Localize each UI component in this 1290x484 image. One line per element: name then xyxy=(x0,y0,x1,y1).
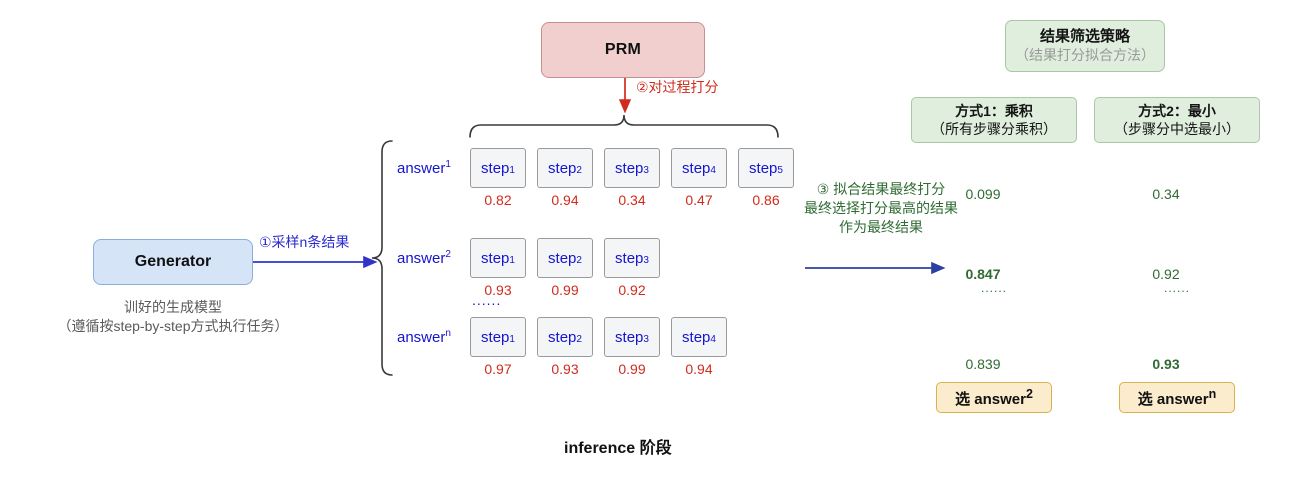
answer-label-text: answer xyxy=(397,250,446,267)
step-cell-name: step xyxy=(548,249,577,267)
annotation-final-score: ③ 拟合结果最终打分 最终选择打分最高的结果 作为最终结果 xyxy=(786,180,976,237)
step-score: 0.93 xyxy=(484,282,512,298)
step-cell-name: step xyxy=(548,328,577,346)
step-score: 0.92 xyxy=(618,282,646,298)
result-minimum-value: 0.93 xyxy=(1152,356,1180,372)
step-score: 0.93 xyxy=(551,361,579,377)
step-score: 0.97 xyxy=(484,361,512,377)
result-col-1-ellipsis: ...... xyxy=(980,281,1007,295)
answer-label-1: answer1 xyxy=(397,159,451,177)
annotation-final-score-line-1: ③ 拟合结果最终打分 xyxy=(816,181,946,197)
step-cell-name: step xyxy=(481,249,510,267)
method-1-title: 方式1：乘积 xyxy=(955,102,1033,119)
step-cell-name: step xyxy=(682,159,711,177)
step-score: 0.47 xyxy=(685,192,713,208)
pick-1-box: 选 answer2 xyxy=(936,382,1052,413)
method-2-desc: （步骤分中选最小） xyxy=(1114,121,1240,137)
step-cell-name: step xyxy=(481,328,510,346)
pick-2-label: 选 answern xyxy=(1137,386,1217,408)
annotation-final-score-line-2: 最终选择打分最高的结果 xyxy=(804,199,958,216)
step-cell-name: step xyxy=(615,249,644,267)
answer-label-text: answer xyxy=(397,160,446,177)
prm-label: PRM xyxy=(604,41,642,58)
answer-label-2: answer2 xyxy=(397,249,451,267)
answer-label-index: 1 xyxy=(445,159,451,170)
result-minimum-value: 0.92 xyxy=(1152,266,1180,282)
step-score: 0.34 xyxy=(618,192,646,208)
generator-box: Generator xyxy=(93,239,253,285)
result-col-2-ellipsis: ...... xyxy=(1163,281,1190,295)
method-2-title: 方式2：最小 xyxy=(1138,102,1216,119)
prm-box: PRM xyxy=(541,22,705,78)
answer-label-index: 2 xyxy=(445,249,451,260)
step-score: 0.86 xyxy=(752,192,780,208)
answer-rows-ellipsis: ...... xyxy=(472,292,502,308)
step-score: 0.82 xyxy=(484,192,512,208)
answer-label-index: n xyxy=(445,328,451,339)
generator-label: Generator xyxy=(134,253,212,270)
step-cell-name: step xyxy=(481,159,510,177)
result-minimum-value: 0.34 xyxy=(1152,186,1180,202)
step-score: 0.99 xyxy=(551,282,579,298)
step-cell-name: step xyxy=(615,159,644,177)
answer-label-3: answern xyxy=(397,328,451,346)
result-product-value: 0.839 xyxy=(965,356,1001,372)
step-score: 0.94 xyxy=(685,361,713,377)
pick-1-label: 选 answer2 xyxy=(955,386,1033,408)
annotation-score-process: ②对过程打分 xyxy=(636,79,719,95)
generator-subtitle-line-2: （遵循按step-by-step方式执行任务） xyxy=(57,317,289,334)
generator-subtitle: 训好的生成模型 （遵循按step-by-step方式执行任务） xyxy=(13,298,333,336)
step-score: 0.94 xyxy=(551,192,579,208)
figure-caption: inference 阶段 xyxy=(564,440,672,457)
method-1-desc: （所有步骤分乘积） xyxy=(931,121,1057,137)
step-cell-name: step xyxy=(615,328,644,346)
answer-label-text: answer xyxy=(397,329,446,346)
strategy-subtitle: （结果打分拟合方法） xyxy=(1015,46,1155,63)
annotation-sample-n: ①采样n条结果 xyxy=(259,234,350,250)
result-product-value: 0.847 xyxy=(965,266,1001,282)
annotation-final-score-line-3: 作为最终结果 xyxy=(839,218,923,235)
step-score: 0.99 xyxy=(618,361,646,377)
step-cell-name: step xyxy=(682,328,711,346)
strategy-box: 结果筛选策略 （结果打分拟合方法） xyxy=(1005,20,1165,72)
method-1-box: 方式1：乘积 （所有步骤分乘积） xyxy=(911,97,1077,143)
step-cell-name: step xyxy=(548,159,577,177)
method-2-box: 方式2：最小 （步骤分中选最小） xyxy=(1094,97,1260,143)
result-product-value: 0.099 xyxy=(965,186,1001,202)
strategy-title: 结果筛选策略 xyxy=(1039,27,1130,45)
step-cell-name: step xyxy=(749,159,778,177)
generator-subtitle-line-1: 训好的生成模型 xyxy=(124,299,222,315)
pick-2-box: 选 answern xyxy=(1119,382,1235,413)
